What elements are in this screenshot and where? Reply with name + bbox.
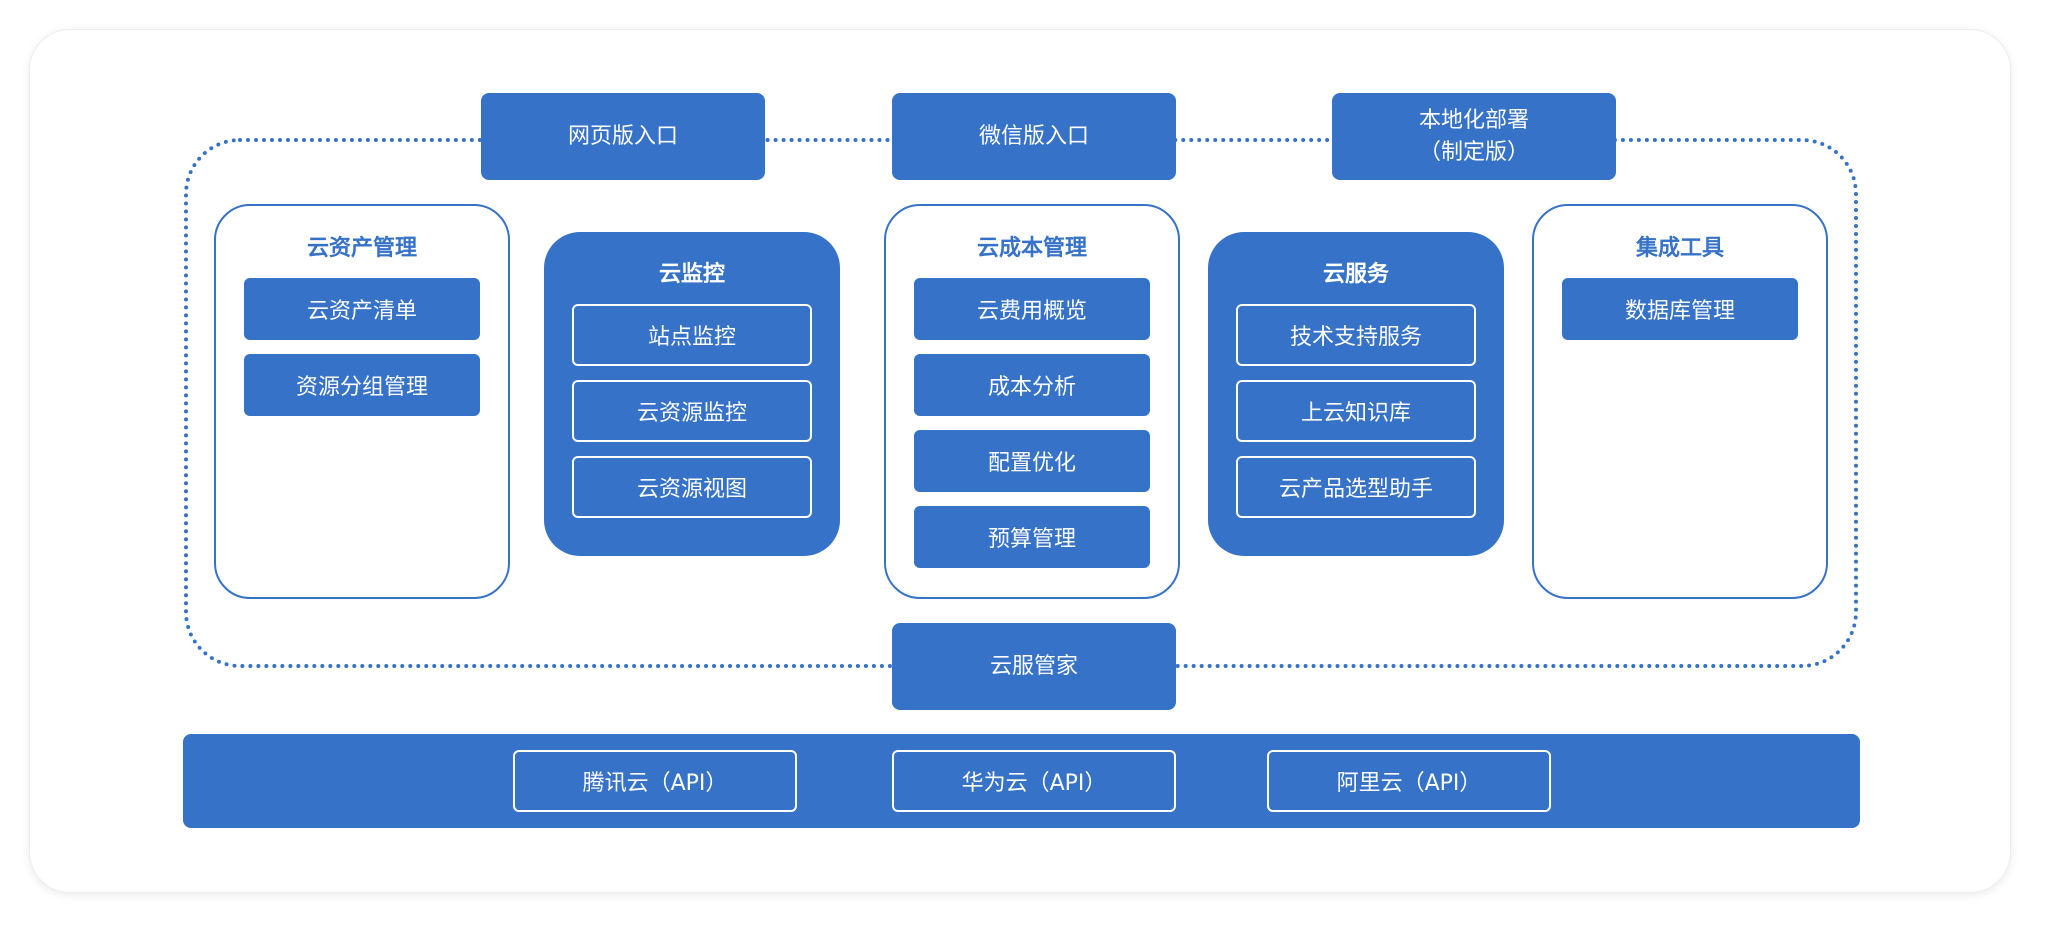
wechat-entry-label: 微信版入口 (978, 123, 1089, 149)
resource-group-item: 资源分组管理 (244, 354, 480, 416)
web-entry-label: 网页版入口 (567, 123, 678, 149)
web-entry: 网页版入口 (481, 93, 765, 180)
monitoring-title: 云监控 (658, 262, 725, 287)
database-management-item: 数据库管理 (1562, 278, 1798, 340)
asset-management-panel: 云资产管理 云资产清单 资源分组管理 (214, 204, 510, 599)
monitoring-panel: 云监控 站点监控 云资源监控 云资源视图 (544, 232, 840, 556)
huawei-cloud-api: 华为云（API） (892, 750, 1176, 812)
tech-support-item: 技术支持服务 (1236, 304, 1476, 366)
integration-tools-list: 数据库管理 (1562, 278, 1798, 340)
cloud-service-panel: 云服务 技术支持服务 上云知识库 云产品选型助手 (1208, 232, 1504, 556)
aliyun-api: 阿里云（API） (1267, 750, 1551, 812)
asset-management-list: 云资产清单 资源分组管理 (244, 278, 480, 416)
cost-management-title: 云成本管理 (976, 236, 1087, 261)
resource-monitor-item: 云资源监控 (572, 380, 812, 442)
cloud-butler: 云服管家 (892, 623, 1176, 710)
cost-analysis-item: 成本分析 (914, 354, 1150, 416)
budget-management-item: 预算管理 (914, 506, 1150, 568)
knowledge-base-item: 上云知识库 (1236, 380, 1476, 442)
resource-view-item: 云资源视图 (572, 456, 812, 518)
tencent-cloud-api: 腾讯云（API） (513, 750, 797, 812)
cost-management-list: 云费用概览 成本分析 配置优化 预算管理 (914, 278, 1150, 568)
cloud-butler-label: 云服管家 (989, 653, 1078, 679)
local-deploy-entry: 本地化部署 （制定版） (1332, 93, 1616, 180)
provider-bar: 腾讯云（API） 华为云（API） 阿里云（API） (183, 734, 1860, 828)
product-selection-item: 云产品选型助手 (1236, 456, 1476, 518)
cloud-service-list: 技术支持服务 上云知识库 云产品选型助手 (1236, 304, 1476, 518)
config-optimization-item: 配置优化 (914, 430, 1150, 492)
asset-list-item: 云资产清单 (244, 278, 480, 340)
monitoring-list: 站点监控 云资源监控 云资源视图 (572, 304, 812, 518)
cost-overview-item: 云费用概览 (914, 278, 1150, 340)
asset-management-title: 云资产管理 (306, 236, 417, 261)
local-deploy-sublabel: （制定版） (1418, 139, 1529, 165)
local-deploy-label: 本地化部署 (1418, 107, 1529, 133)
integration-tools-title: 集成工具 (1635, 236, 1724, 261)
cost-management-panel: 云成本管理 云费用概览 成本分析 配置优化 预算管理 (884, 204, 1180, 599)
cloud-service-title: 云服务 (1322, 262, 1389, 287)
integration-tools-panel: 集成工具 数据库管理 (1532, 204, 1828, 599)
wechat-entry: 微信版入口 (892, 93, 1176, 180)
site-monitor-item: 站点监控 (572, 304, 812, 366)
